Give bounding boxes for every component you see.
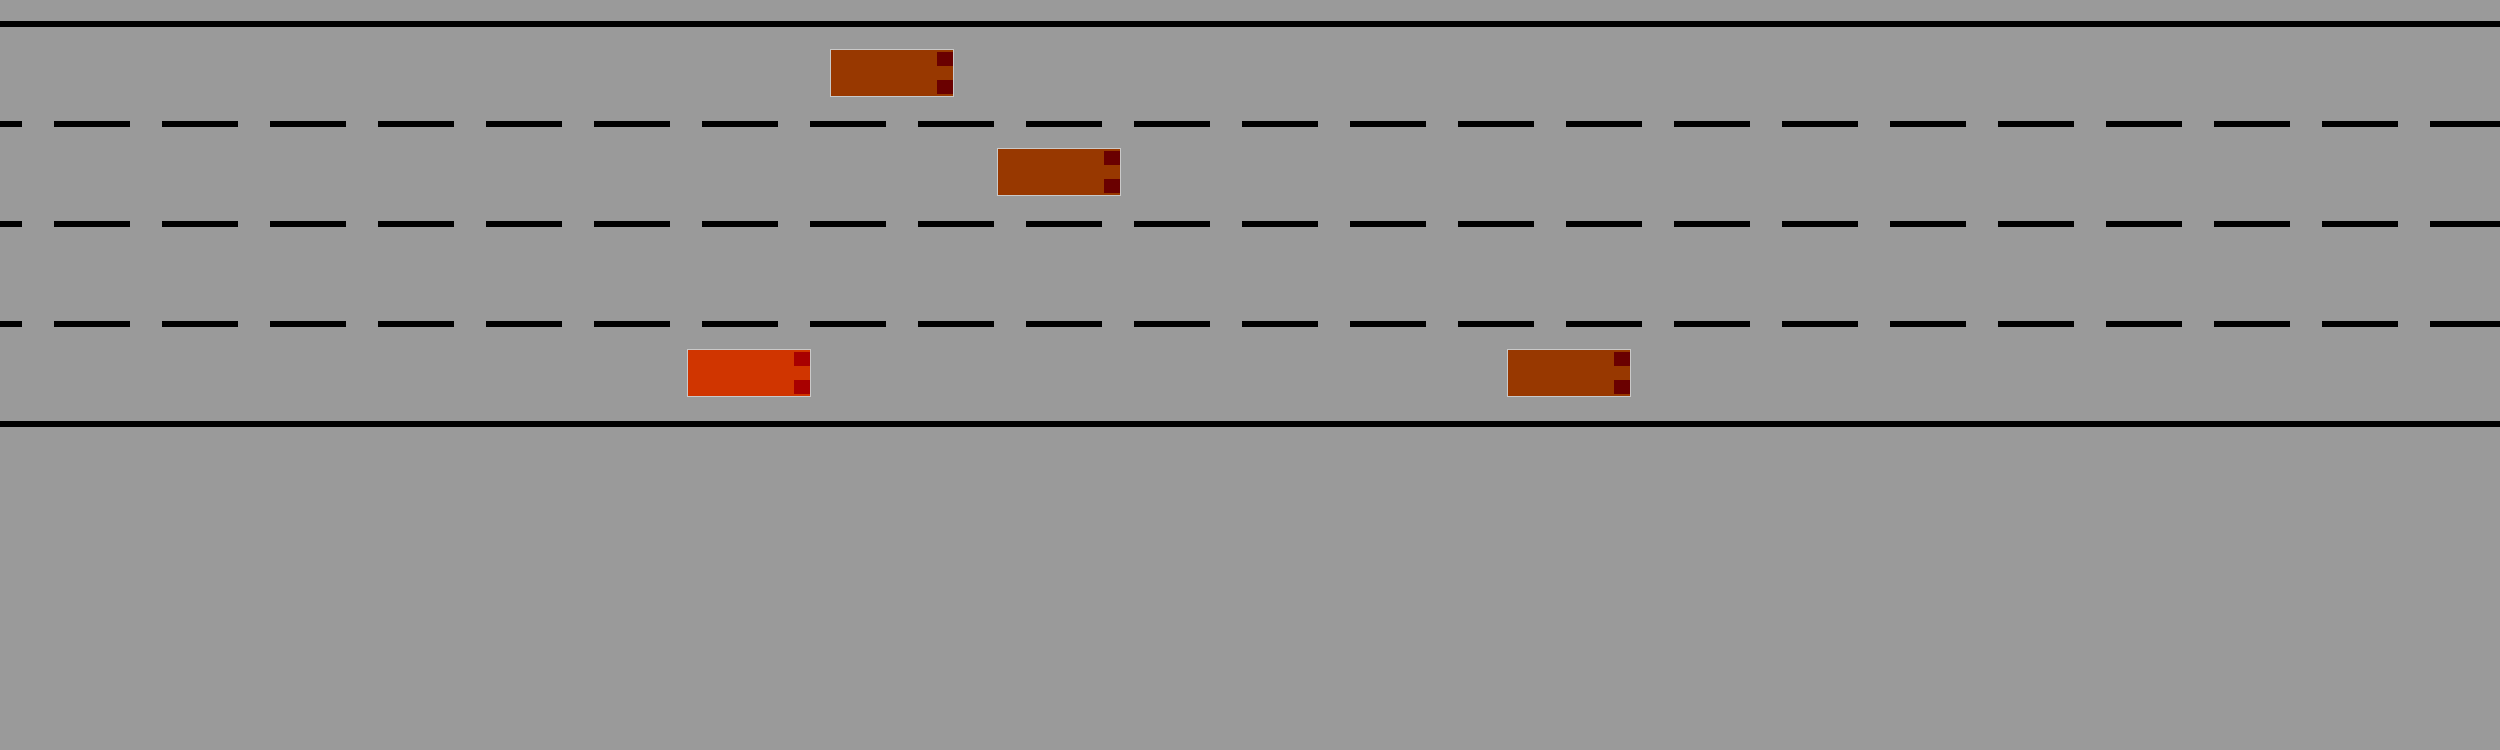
vehicle-ego [687,349,811,397]
road-top-edge [0,21,2500,27]
lane-divider-1 [0,121,2500,127]
vehicle-car-2 [997,148,1121,196]
lane-divider-3 [0,321,2500,327]
headlight-icon [1104,151,1120,165]
headlight-icon [1614,380,1630,394]
headlight-icon [1614,352,1630,366]
headlight-icon [794,380,810,394]
headlight-icon [937,52,953,66]
vehicle-car-3 [1507,349,1631,397]
headlight-icon [1104,179,1120,193]
lane-divider-2 [0,221,2500,227]
headlight-icon [794,352,810,366]
road-bottom-edge [0,421,2500,427]
headlight-icon [937,80,953,94]
vehicle-car-1 [830,49,954,97]
